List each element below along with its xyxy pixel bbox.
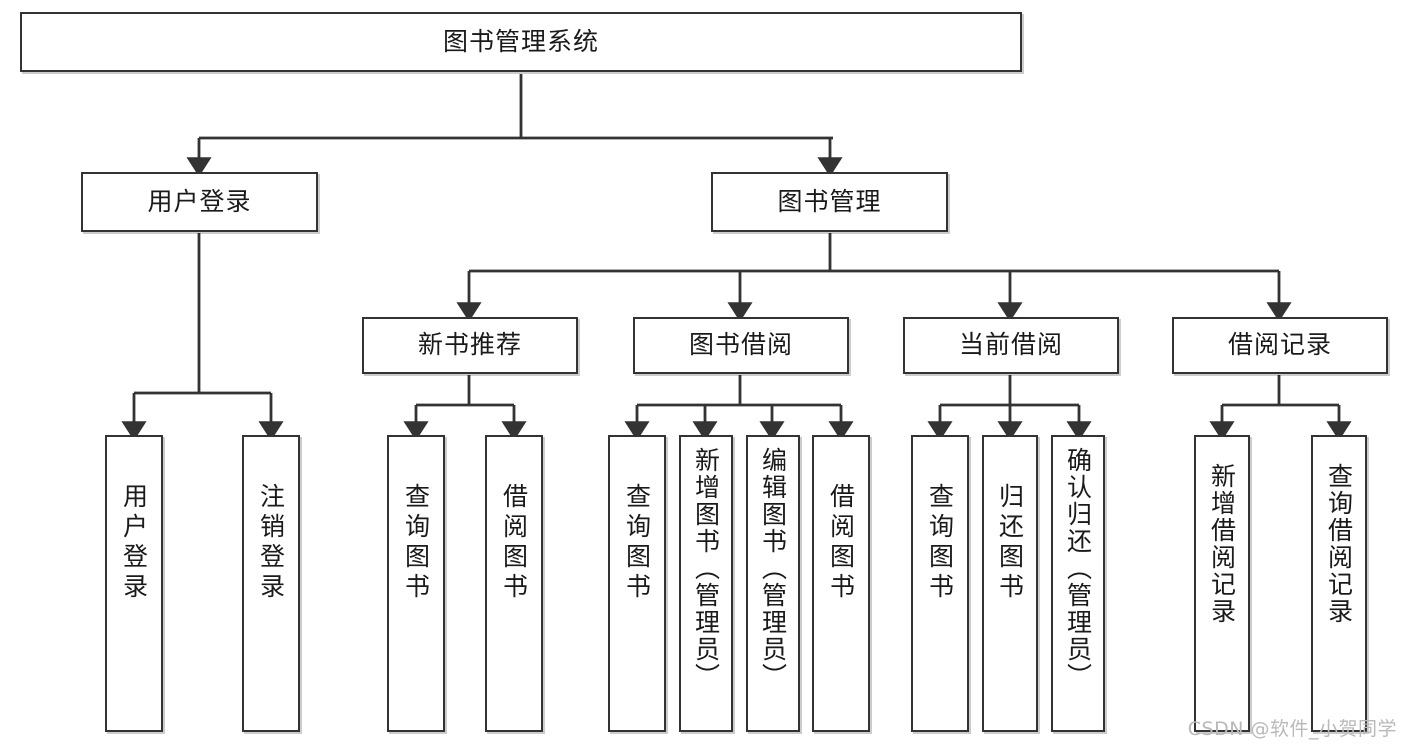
node-leaf-confirm-return-admin[interactable]: 确认归还（管理员） (1051, 435, 1105, 732)
node-book-management[interactable]: 图书管理 (711, 172, 948, 232)
node-root-book-management-system[interactable]: 图书管理系统 (20, 12, 1022, 72)
node-label: 图书管理 (777, 186, 882, 216)
node-leaf-user-login[interactable]: 用户登录 (105, 435, 163, 732)
node-label: 用户登录 (147, 186, 252, 216)
node-label: 归还图书 (995, 483, 1025, 603)
node-label: 新增图书（管理员） (691, 447, 721, 690)
node-label: 借阅记录 (1227, 330, 1332, 360)
node-label: 借阅图书 (499, 483, 529, 603)
node-label: 新增借阅记录 (1207, 463, 1237, 625)
node-leaf-query-book-current[interactable]: 查询图书 (911, 435, 969, 732)
node-leaf-edit-book-admin[interactable]: 编辑图书（管理员） (746, 435, 800, 732)
node-label: 当前借阅 (958, 330, 1063, 360)
node-leaf-borrow-book[interactable]: 借阅图书 (812, 435, 870, 732)
node-label: 查询图书 (401, 483, 431, 603)
node-label: 用户登录 (119, 483, 149, 603)
node-leaf-query-borrow-record[interactable]: 查询借阅记录 (1311, 435, 1367, 732)
connector-borrow-record-to-leaves (1209, 375, 1352, 441)
node-label: 查询图书 (622, 483, 652, 603)
node-new-book-recommend[interactable]: 新书推荐 (362, 317, 578, 374)
connector-new-book-to-leaves (403, 375, 527, 441)
connector-current-borrow-to-leaves (927, 375, 1092, 441)
node-user-login[interactable]: 用户登录 (81, 172, 318, 232)
node-leaf-add-book-admin[interactable]: 新增图书（管理员） (679, 435, 733, 732)
node-borrow-record[interactable]: 借阅记录 (1172, 317, 1388, 374)
node-label: 图书管理系统 (442, 26, 599, 56)
node-label: 借阅图书 (826, 483, 856, 603)
node-label: 注销登录 (256, 483, 286, 603)
connector-book-borrow-to-leaves (624, 375, 854, 441)
watermark: CSDN @软件_小贺同学 (1187, 718, 1397, 740)
node-leaf-borrow-book-recommend[interactable]: 借阅图书 (485, 435, 543, 732)
node-label: 查询借阅记录 (1324, 463, 1354, 625)
node-leaf-logout[interactable]: 注销登录 (242, 435, 300, 732)
connector-book-manage-to-level3 (456, 233, 1292, 322)
connector-root-to-level2 (186, 74, 843, 177)
node-current-borrow[interactable]: 当前借阅 (903, 317, 1119, 374)
node-label: 编辑图书（管理员） (758, 447, 788, 690)
node-leaf-return-book[interactable]: 归还图书 (982, 435, 1038, 732)
node-label: 图书借阅 (688, 330, 793, 360)
node-leaf-query-book-recommend[interactable]: 查询图书 (387, 435, 445, 732)
node-leaf-add-borrow-record[interactable]: 新增借阅记录 (1194, 435, 1250, 732)
connector-user-login-to-leaves (121, 233, 284, 441)
node-label: 查询图书 (925, 483, 955, 603)
node-book-borrow[interactable]: 图书借阅 (633, 317, 849, 374)
node-label: 新书推荐 (417, 330, 522, 360)
node-leaf-query-book-borrow[interactable]: 查询图书 (608, 435, 666, 732)
node-label: 确认归还（管理员） (1063, 447, 1093, 690)
